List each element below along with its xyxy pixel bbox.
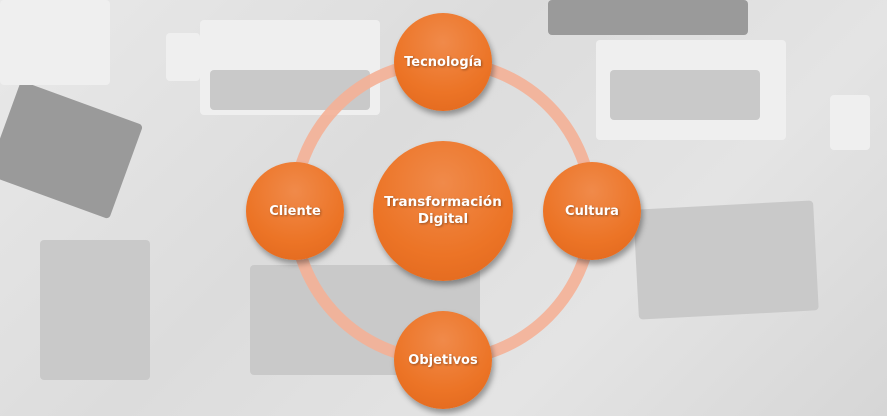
node-objetivos: Objetivos (394, 311, 492, 409)
center-label-line1: Transformación (384, 194, 502, 210)
node-label: Cultura (565, 203, 619, 219)
node-tecnologia: Tecnología (394, 13, 492, 111)
laptop-image (40, 240, 150, 380)
node-cliente: Cliente (246, 162, 344, 260)
person-image (548, 0, 748, 35)
phone-image (830, 95, 870, 150)
node-cultura: Cultura (543, 162, 641, 260)
node-label: Objetivos (408, 352, 478, 368)
phone-image (166, 33, 200, 81)
notebook-image (0, 0, 110, 85)
node-label: Tecnología (404, 54, 482, 70)
node-label: Cliente (269, 203, 321, 219)
center-label-line2: Digital (417, 211, 469, 227)
keyboard-image (610, 70, 760, 120)
